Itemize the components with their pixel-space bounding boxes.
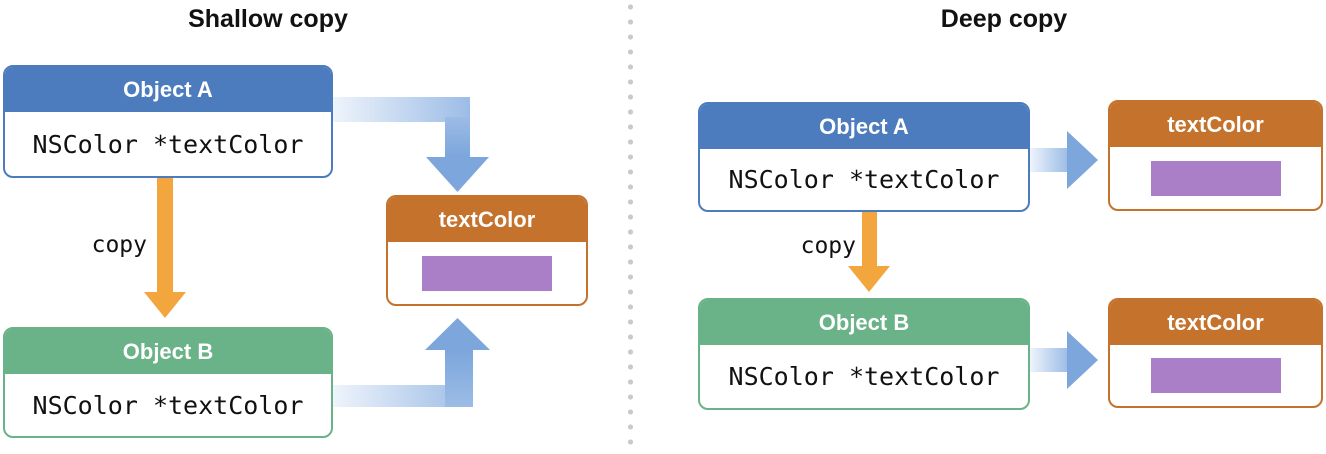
object-b-box: Object B NSColor *textColor: [698, 298, 1030, 410]
color-swatch: [422, 255, 552, 291]
textcolor-header: textColor: [1110, 102, 1321, 147]
copy-arrow-icon: [862, 212, 877, 267]
object-b-header: Object B: [5, 329, 331, 374]
textcolor-box: textColor: [1108, 100, 1323, 211]
object-b-field: NSColor *textColor: [32, 390, 304, 420]
copy-arrowhead-icon: [144, 292, 186, 318]
object-b-field: NSColor *textColor: [728, 362, 1000, 391]
object-a-box: Object A NSColor *textColor: [3, 65, 333, 178]
copy-arrow-label: copy: [800, 233, 856, 259]
object-a-header: Object A: [700, 104, 1028, 149]
object-a-field: NSColor *textColor: [728, 165, 1000, 194]
textcolor-body: [388, 242, 586, 304]
panel-title: Shallow copy: [188, 5, 348, 33]
arrow-b-to-textcolor-icon: [1030, 331, 1098, 389]
object-a-box: Object A NSColor *textColor: [698, 102, 1030, 212]
copy-arrow-label: copy: [91, 232, 147, 258]
object-a-field: NSColor *textColor: [32, 129, 304, 159]
copy-arrow-icon: [157, 178, 173, 293]
panel-title: Deep copy: [940, 5, 1068, 33]
object-a-header: Object A: [5, 67, 331, 112]
copy-arrowhead-icon: [848, 266, 890, 292]
textcolor-box: textColor: [386, 195, 588, 306]
textcolor-header: textColor: [1110, 300, 1321, 345]
textcolor-box: textColor: [1108, 298, 1323, 408]
object-b-header: Object B: [700, 300, 1028, 345]
textcolor-body: [1110, 147, 1321, 209]
color-swatch: [1150, 358, 1281, 393]
panel-divider: [628, 0, 633, 454]
object-b-box: Object B NSColor *textColor: [3, 327, 333, 438]
arrow-a-to-textcolor-icon: [333, 97, 489, 192]
textcolor-body: [1110, 345, 1321, 406]
arrow-b-to-textcolor-icon: [333, 318, 490, 407]
arrow-a-to-textcolor-icon: [1030, 131, 1098, 189]
color-swatch: [1150, 160, 1281, 196]
textcolor-header: textColor: [388, 197, 586, 242]
